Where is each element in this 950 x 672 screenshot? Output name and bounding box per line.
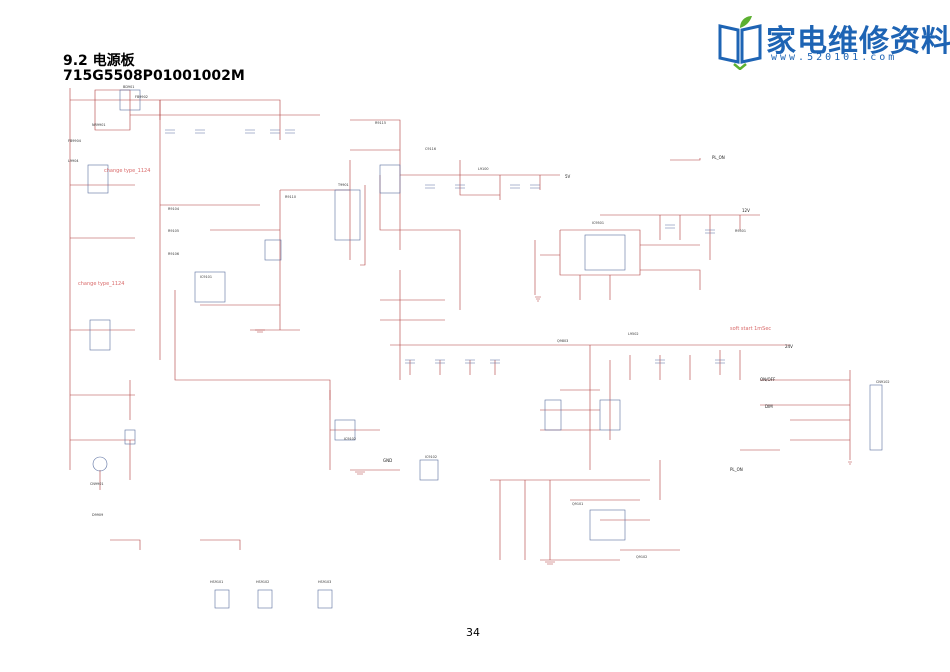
net-label-12v: 12V: [742, 208, 750, 213]
ref-label: CN9901: [90, 482, 104, 486]
net-label-gnd: GND: [383, 458, 392, 463]
ac-socket: [92, 456, 108, 472]
buck-controller-ic: [584, 234, 626, 271]
ref-label: NR9901: [92, 123, 106, 127]
ref-label: L9100: [478, 167, 489, 171]
net-label-dim: DIM: [765, 404, 773, 409]
ref-label: D9909: [92, 513, 103, 517]
ref-label: BD901: [123, 85, 134, 89]
ref-label: Q9101: [572, 502, 583, 506]
net-label-vcc: PL_ON: [730, 467, 743, 472]
page-number: 34: [466, 626, 480, 639]
ref-label: IC9501: [592, 221, 604, 225]
net-label-pl-on: PL_ON: [712, 155, 725, 160]
bridge-rectifier: [119, 89, 141, 111]
fuse: [124, 429, 136, 445]
change-note-2: change type_1124: [78, 281, 124, 287]
shunt-regulator: [419, 459, 439, 481]
ref-label: Q9102: [636, 555, 647, 559]
ref-labels: BD901 FB9902 NR9901 FB9904 L9904 R9104 R…: [68, 85, 890, 584]
ref-label: IC9101: [200, 275, 212, 279]
ref-label: L9502: [628, 332, 639, 336]
opto-transistor: [544, 399, 562, 431]
ref-label: FB9902: [135, 95, 148, 99]
power-transformer: [334, 189, 361, 241]
ref-label: R9106: [168, 252, 179, 256]
common-mode-choke: [87, 164, 109, 194]
ref-label: R9501: [735, 229, 746, 233]
net-label-on-off: ON/OFF: [760, 377, 776, 382]
pwm-controller-ic: [194, 271, 226, 303]
soft-start-note: soft start 1mSec: [730, 326, 771, 332]
snubber-circuit: [379, 164, 401, 194]
capacitors: [165, 129, 725, 364]
ref-label: HS9103: [318, 580, 331, 584]
shield-part: [317, 589, 333, 609]
site-logo: 家电维修资料网 www.520101.com: [716, 14, 950, 71]
net-label-5v: 5V: [565, 174, 571, 179]
switching-mosfet: [89, 319, 111, 351]
wires: [69, 88, 851, 561]
logo-name: 家电维修资料网: [766, 24, 950, 59]
change-note-1: change type_1124: [104, 168, 150, 174]
net-label-24v: 24V: [785, 344, 793, 349]
ref-label: L9904: [68, 159, 79, 163]
ref-label: T9901: [337, 183, 349, 187]
ref-label: C9116: [425, 147, 436, 151]
ref-label: CN9102: [876, 380, 890, 384]
ref-label: R9105: [168, 229, 179, 233]
comparator-ic: [599, 399, 621, 431]
gate-driver: [264, 239, 282, 261]
section-title: 9.2 电源板: [63, 53, 135, 69]
board-id: 715G5508P01001002M: [63, 68, 245, 84]
ground-symbols: [255, 296, 852, 565]
regulator-ic: [589, 509, 626, 541]
logo-url: www.520101.com: [771, 52, 898, 63]
ref-label: IC9102: [344, 437, 356, 441]
ref-label: IC9102: [425, 455, 437, 459]
mount-hole-1: [214, 589, 230, 609]
output-connector: [869, 384, 883, 451]
ref-label: FB9904: [68, 139, 81, 143]
ref-label: R9115: [375, 121, 386, 125]
mount-hole-2: [257, 589, 273, 609]
optocoupler: [334, 419, 356, 441]
book-leaf-icon: [718, 16, 762, 71]
ref-label: HS9101: [210, 580, 223, 584]
ref-label: R9110: [285, 195, 296, 199]
components: [87, 89, 883, 609]
ref-label: R9104: [168, 207, 179, 211]
ref-label: Q9803: [557, 339, 568, 343]
ref-label: HS9102: [256, 580, 269, 584]
